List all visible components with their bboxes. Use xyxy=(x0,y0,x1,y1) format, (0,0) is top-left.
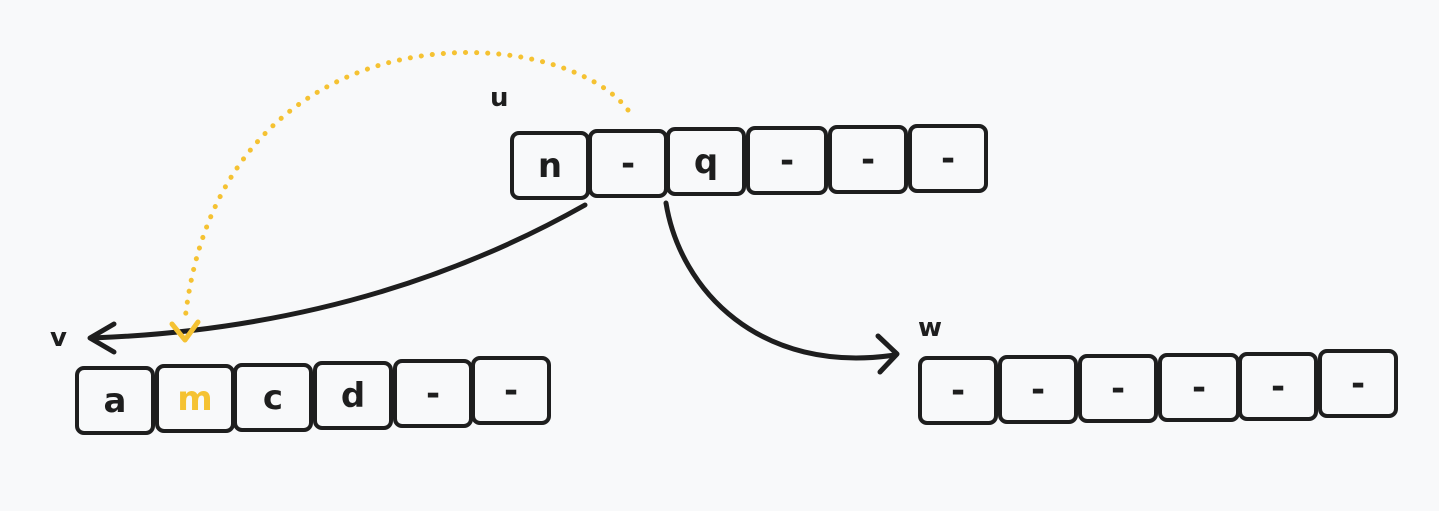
cell-w-3: - xyxy=(1158,353,1240,422)
cell-v-3-text: d xyxy=(341,376,365,416)
cell-u-2-text: q xyxy=(694,142,718,182)
cell-u-0: n xyxy=(510,131,590,200)
cell-v-3: d xyxy=(313,361,393,430)
cell-w-4-text: - xyxy=(1271,367,1285,407)
node-v: v a m c d - - xyxy=(50,323,551,435)
cell-w-1: - xyxy=(998,355,1078,424)
edges xyxy=(87,50,900,375)
cell-v-0: a xyxy=(75,366,155,435)
dotted-link-arrowhead xyxy=(169,319,201,343)
dotted-link-u-to-m xyxy=(182,50,631,323)
cell-u-5: - xyxy=(908,124,988,193)
cell-w-4: - xyxy=(1238,352,1318,421)
node-label-w: w xyxy=(918,313,942,343)
cell-w-2: - xyxy=(1078,354,1158,423)
cell-v-4-text: - xyxy=(426,374,440,414)
edge-u-to-v-arrowhead xyxy=(87,321,117,355)
edge-u-to-w-arrowhead xyxy=(875,333,900,375)
cell-u-2: q xyxy=(666,127,746,196)
cell-v-5-text: - xyxy=(504,371,518,411)
cell-v-1: m xyxy=(155,364,235,433)
cell-w-2-text: - xyxy=(1111,369,1125,409)
cell-u-1-text: - xyxy=(621,144,635,184)
node-w: w - - - - - - xyxy=(918,313,1398,425)
cell-u-1: - xyxy=(588,129,668,198)
cell-v-5: - xyxy=(471,356,551,425)
cell-u-4-text: - xyxy=(861,140,875,180)
cell-u-5-text: - xyxy=(941,139,955,179)
edge-u-to-v xyxy=(89,202,588,341)
node-u: u n - q - - - xyxy=(490,83,988,200)
cell-w-0: - xyxy=(918,356,998,425)
node-label-v: v xyxy=(50,323,67,353)
cell-v-0-text: a xyxy=(104,381,127,421)
edge-u-to-w xyxy=(663,200,898,361)
cell-u-4: - xyxy=(828,125,908,194)
cell-v-2-text: c xyxy=(263,378,283,418)
cell-w-5-text: - xyxy=(1351,364,1365,404)
node-label-u: u xyxy=(490,83,509,113)
cell-w-5: - xyxy=(1318,349,1398,418)
cell-u-3-text: - xyxy=(780,141,794,181)
cell-w-0-text: - xyxy=(951,371,965,411)
cell-u-3: - xyxy=(746,126,828,195)
cell-w-1-text: - xyxy=(1031,370,1045,410)
cell-u-0-text: n xyxy=(538,146,562,186)
cell-v-2: c xyxy=(233,363,313,432)
cell-w-3-text: - xyxy=(1192,368,1206,408)
cell-v-4: - xyxy=(393,359,473,428)
cell-v-1-text: m xyxy=(177,379,212,419)
